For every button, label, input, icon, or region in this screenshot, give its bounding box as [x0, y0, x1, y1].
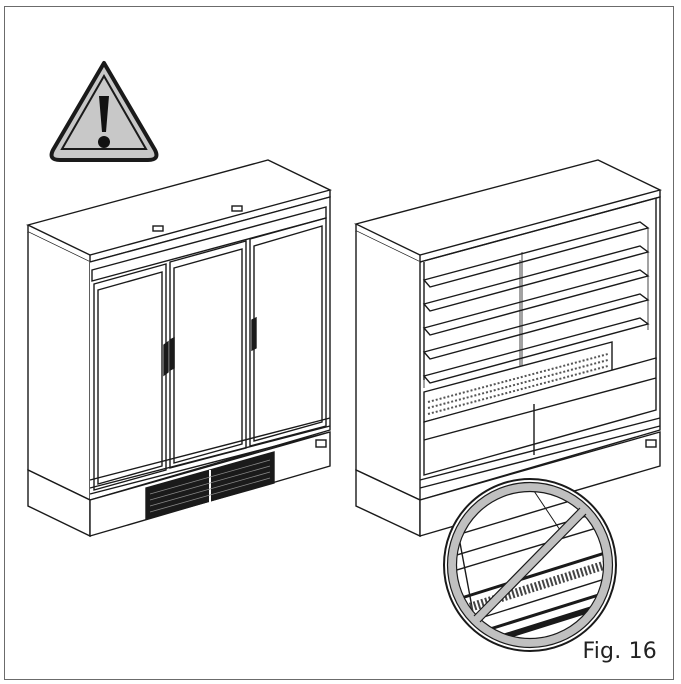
- figure-caption: Fig. 16: [582, 639, 657, 664]
- closed-door-cabinet: [26, 159, 332, 538]
- shelves: [422, 221, 650, 388]
- warning-triangle-icon: [49, 61, 159, 162]
- prohibition-icon: [446, 481, 614, 649]
- open-shelf-cabinet: [353, 159, 662, 538]
